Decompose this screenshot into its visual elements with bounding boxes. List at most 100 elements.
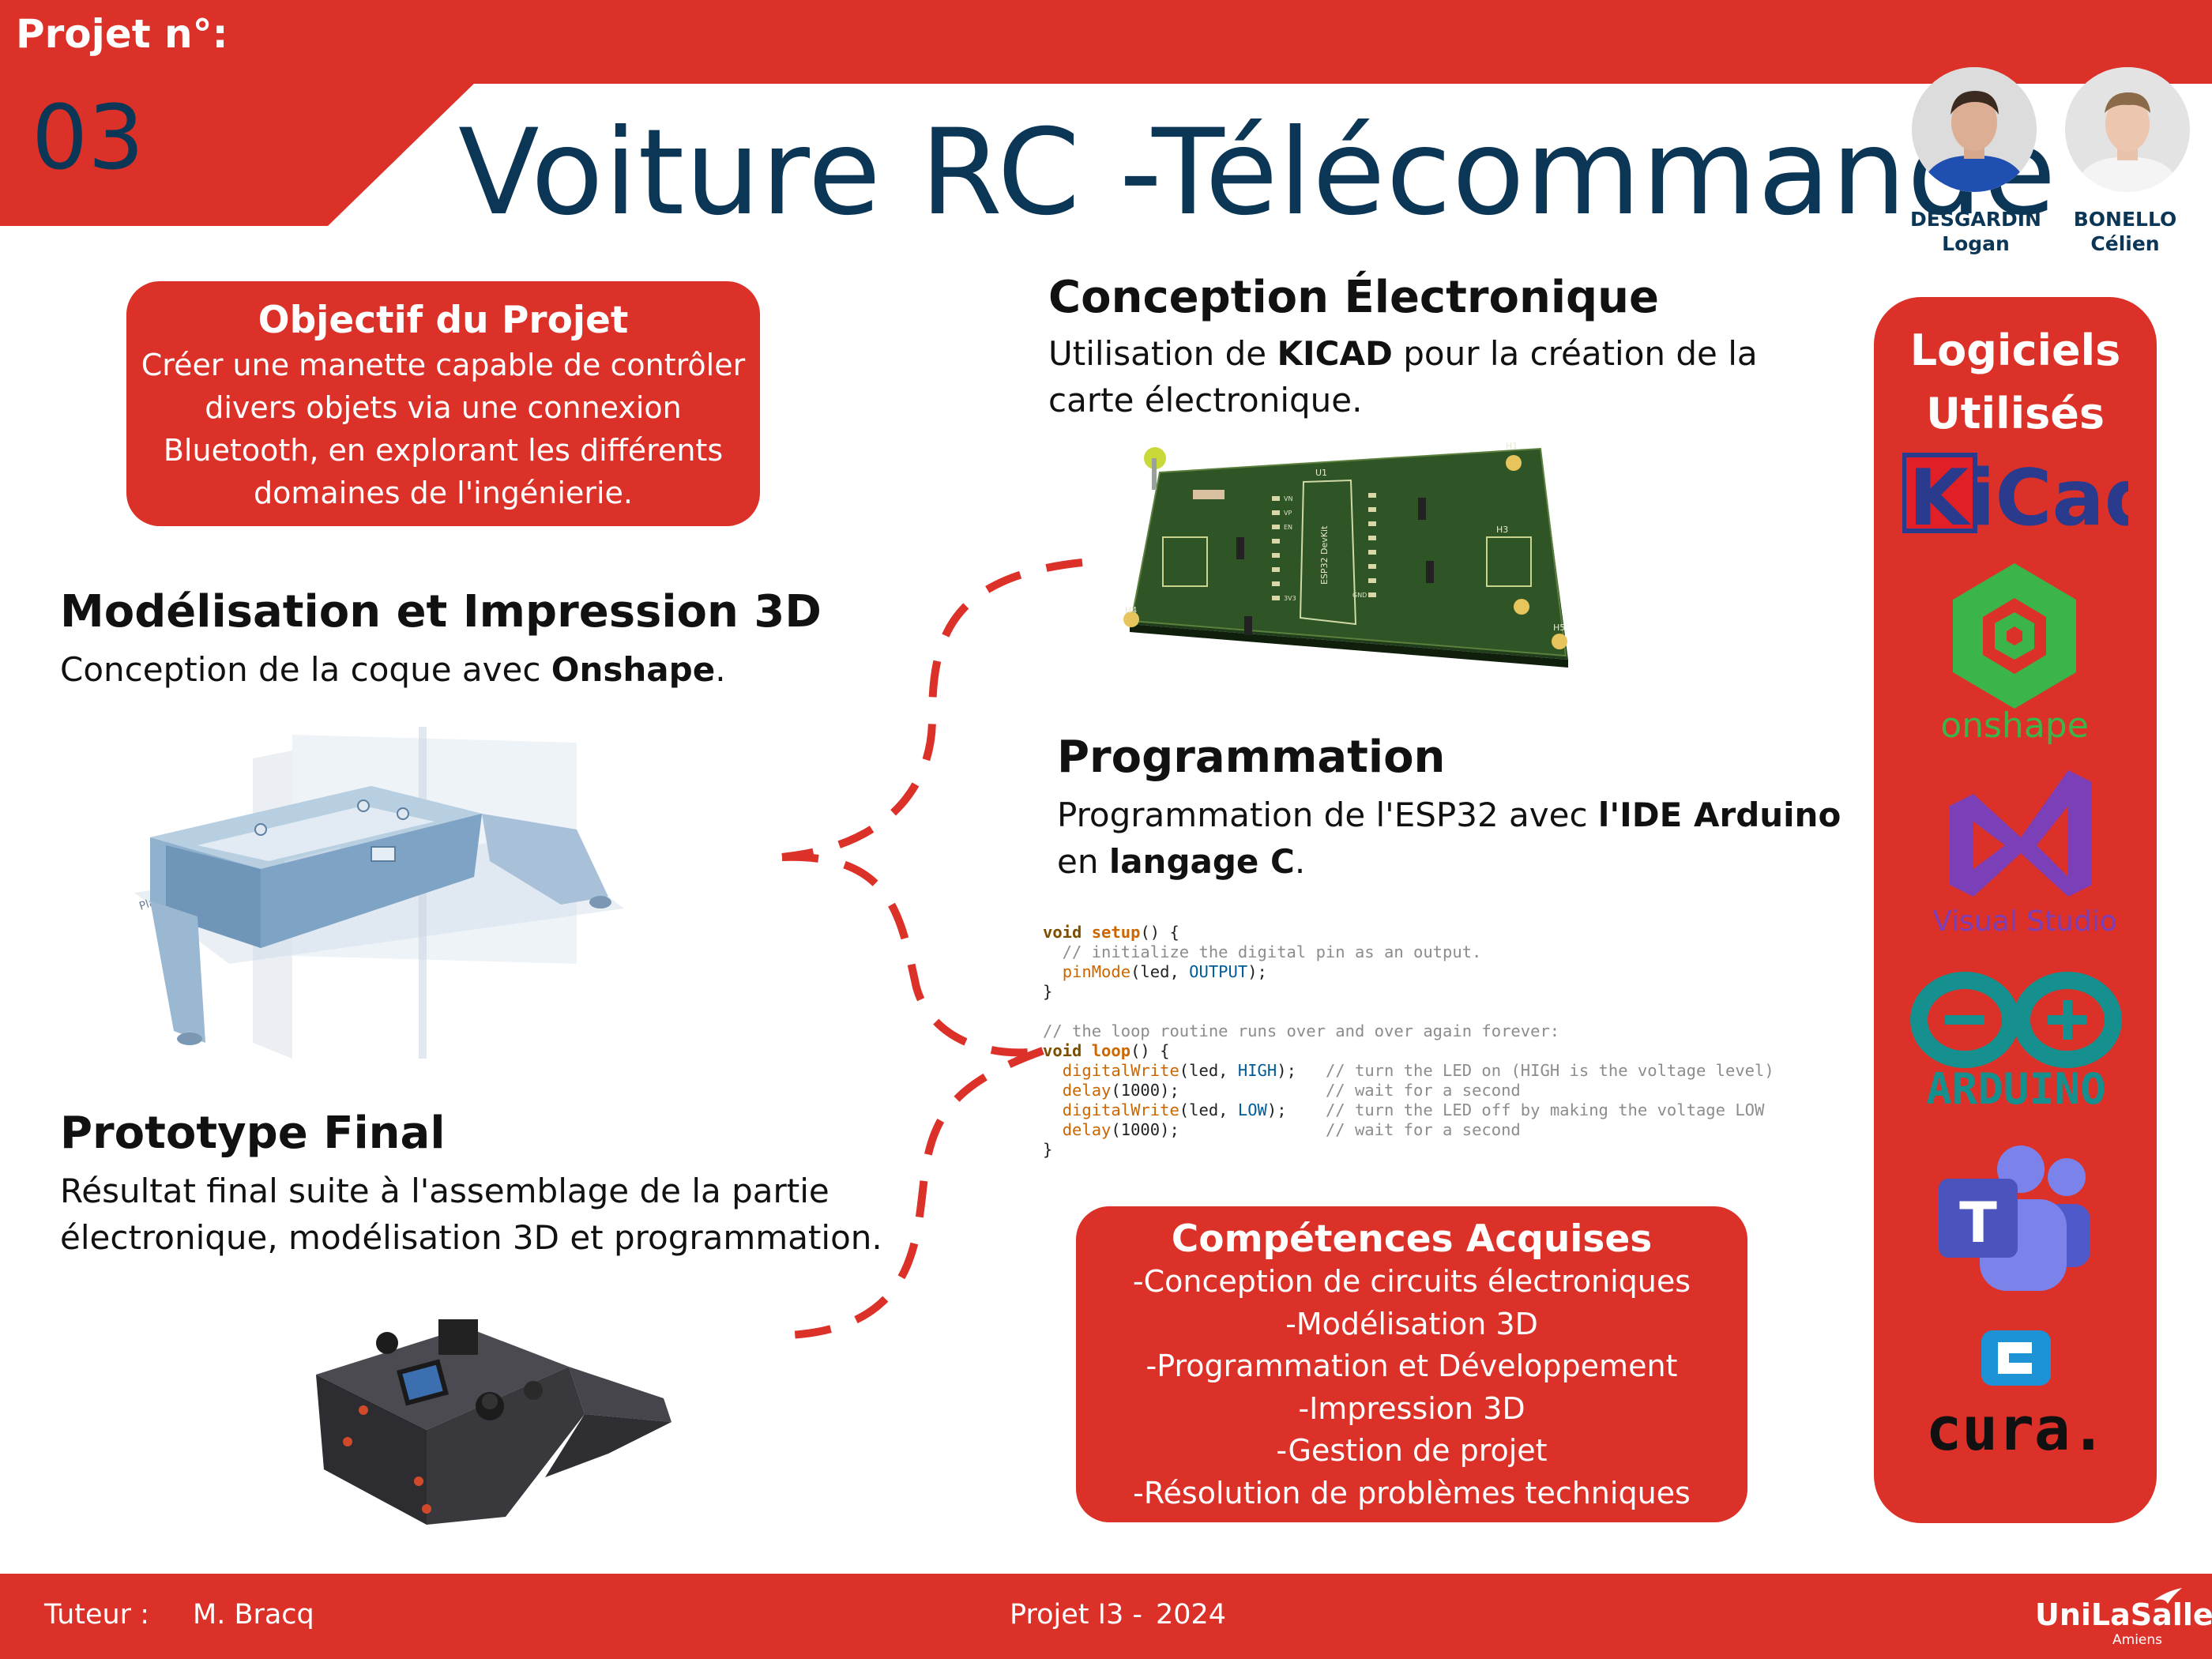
code-token: digitalWrite [1062, 1061, 1179, 1080]
pcb-label: ESP32 DevKit [1319, 525, 1330, 585]
competence-item: -Gestion de projet [1276, 1433, 1548, 1469]
cura-text: cura. [1926, 1394, 2107, 1462]
code-line: delay(1000); // wait for a second [1043, 1120, 1774, 1140]
competence-item: -Conception de circuits électroniques [1132, 1264, 1691, 1299]
logiciels-title: Logiciels Utilisés [1874, 319, 2157, 446]
text-span: Programmation de l'ESP32 avec [1057, 796, 1598, 834]
logiciels-title-line: Utilisés [1925, 389, 2105, 438]
footer-tuteur-label: Tuteur : [44, 1599, 149, 1631]
objectif-line: Bluetooth, en explorant les différents [163, 433, 724, 468]
prototype-line: électronique, modélisation 3D et program… [60, 1218, 882, 1257]
code-token: () { [1130, 1041, 1170, 1060]
objectif-line: domaines de l'ingénierie. [254, 476, 633, 510]
prototype-photo [316, 1319, 672, 1525]
code-line: // initialize the digital pin as an outp… [1043, 942, 1482, 961]
text-span: . [1294, 842, 1306, 881]
avatar-desgardin [1912, 67, 2037, 192]
code-token: delay [1062, 1081, 1112, 1100]
programmation-line: en langage C. [1057, 838, 1841, 885]
code-token: void [1043, 923, 1082, 942]
member-last-name: DESGARDIN [1910, 208, 2041, 231]
code-line: delay(1000); // wait for a second [1043, 1081, 1774, 1100]
text-span: Utilisation de [1048, 334, 1277, 373]
text-span: en [1057, 842, 1109, 881]
pcb-label: H3 [1496, 525, 1508, 535]
electronique-text: Utilisation de KICAD pour la création de… [1048, 330, 1758, 423]
code-token: (1000); [1111, 1120, 1326, 1139]
person-photo-icon [1912, 67, 2037, 192]
teams-letter: T [1959, 1191, 1997, 1255]
code-token: OUTPUT [1189, 962, 1248, 981]
code-token: setup [1091, 923, 1141, 942]
project-number: 03 [32, 87, 145, 190]
code-token: HIGH [1237, 1061, 1277, 1080]
code-token: ); [1247, 962, 1267, 981]
onshape-bold: Onshape [551, 650, 716, 689]
modelisation-text: Conception de la coque avec Onshape. [60, 646, 726, 693]
pcb-label: H1 [1506, 441, 1518, 451]
code-token: // turn the LED off by making the voltag… [1325, 1100, 1765, 1119]
electronique-line: carte électronique. [1048, 381, 1363, 419]
page-title: Voiture RC -Télécommande [458, 104, 2057, 242]
pcb-pin-label: GND [1352, 592, 1367, 599]
code-line: } [1043, 982, 1053, 1001]
member-first-name: Logan [1942, 232, 2010, 255]
objectif-text: Créer une manette capable de contrôler d… [126, 344, 760, 514]
prototype-line: Résultat final suite à l'assemblage de l… [60, 1172, 830, 1210]
kicad-bold: KICAD [1277, 334, 1393, 373]
code-token: (led, [1179, 1061, 1238, 1080]
kicad-logo-icon: KiCad [1902, 453, 2128, 539]
langage-c-bold: langage C [1108, 842, 1295, 881]
programmation-line: Programmation de l'ESP32 avec l'IDE Ardu… [1057, 792, 1841, 838]
code-token: LOW [1237, 1100, 1267, 1119]
pcb-pin-label: EN [1284, 524, 1292, 531]
competence-item: -Programmation et Développement [1146, 1349, 1678, 1384]
competence-item: -Résolution de problèmes techniques [1133, 1475, 1691, 1510]
visual-studio-logo-icon: Visual Studio [1934, 770, 2116, 936]
pcb-pin-label: VP [1284, 510, 1292, 517]
onshape-logo-icon: onshape [1940, 563, 2089, 746]
programmation-text: Programmation de l'ESP32 avec l'IDE Ardu… [1057, 792, 1841, 885]
pcb-pin-label: 3V3 [1284, 595, 1296, 602]
footer-tuteur-name: M. Bracq [193, 1599, 314, 1631]
unilasalle-logo: UniLaSalle [2035, 1597, 2212, 1632]
code-token: loop [1091, 1041, 1131, 1060]
member-first-name: Célien [2090, 232, 2160, 255]
prototype-title: Prototype Final [60, 1108, 446, 1159]
avatar-bonello [2065, 67, 2190, 192]
footer-year: 2024 [1156, 1599, 1227, 1631]
code-line: } [1043, 1140, 1053, 1159]
footer-projet-label: Projet I3 - [1010, 1599, 1142, 1631]
code-token: (led, [1179, 1100, 1238, 1119]
code-line: void setup() { [1043, 923, 1774, 942]
competence-item: -Impression 3D [1298, 1390, 1525, 1426]
code-token: () { [1140, 923, 1179, 942]
competences-box: Compétences Acquises -Conception de circ… [1076, 1206, 1747, 1522]
member-last-name: BONELLO [2073, 208, 2177, 231]
dashed-connectors [781, 559, 1083, 1339]
code-token: ); [1277, 1061, 1326, 1080]
code-token: // wait for a second [1325, 1081, 1521, 1100]
electronique-line: Utilisation de KICAD pour la création de… [1048, 330, 1758, 377]
logiciels-title-line: Logiciels [1909, 325, 2121, 375]
pcb-label: U1 [1315, 468, 1327, 478]
onshape-text: onshape [1940, 705, 2089, 746]
text-span: . [715, 650, 726, 689]
code-token: (led, [1130, 962, 1190, 981]
prototype-text: Résultat final suite à l'assemblage de l… [60, 1168, 882, 1261]
member-desgardin: DESGARDIN Logan [1889, 207, 2063, 256]
code-token: // wait for a second [1325, 1120, 1521, 1139]
pcb-pin-label: VN [1284, 495, 1292, 502]
arduino-logo-icon: ARDUINO [1910, 972, 2122, 1114]
kicad-text: KiCad [1909, 453, 2128, 539]
member-bonello: BONELLO Célien [2038, 207, 2212, 256]
competence-item: -Modélisation 3D [1285, 1306, 1538, 1341]
objectif-title: Objectif du Projet [258, 299, 629, 342]
teams-logo-icon: T [1939, 1146, 2090, 1291]
text-span: pour la création de la [1392, 334, 1758, 373]
shell-3d-model-image: Plane 1 [134, 727, 624, 1059]
pcb-label: H4 [1125, 605, 1137, 615]
code-line: digitalWrite(led, HIGH); // turn the LED… [1043, 1061, 1774, 1081]
code-token: digitalWrite [1062, 1100, 1179, 1119]
visual-studio-text: Visual Studio [1934, 905, 2116, 936]
